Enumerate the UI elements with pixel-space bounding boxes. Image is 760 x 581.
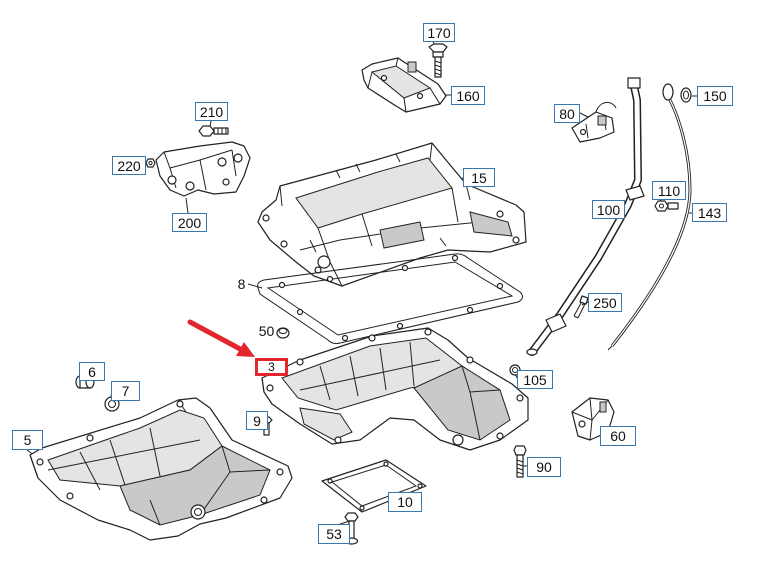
callout-110: 110 [652,181,686,200]
bracket-200-part [155,141,251,197]
gasket-plate-10-part [321,459,427,513]
bolt-250-part [573,295,589,319]
bolt-210-part [198,125,229,137]
bracket-160-part [361,57,447,113]
callout-50: 50 [258,323,275,339]
callout-160: 160 [451,86,485,105]
callout-90: 90 [527,457,561,477]
callout-220: 220 [112,156,146,175]
callout-7: 7 [111,381,140,401]
callout-150: 150 [697,86,733,106]
callout-10: 10 [388,492,422,512]
dipstick-143-part [607,83,692,351]
dipstick-tube-100-part [526,77,645,356]
callout-250: 250 [588,293,622,312]
callout-170: 170 [423,23,455,42]
callout-6: 6 [79,362,105,381]
callout-53: 53 [318,524,350,544]
callout-100: 100 [592,200,625,219]
o-ring-150-part [680,87,692,103]
callout-80: 80 [554,104,580,123]
bolt-110-part [654,200,679,212]
oil-pan-5-part [29,397,293,541]
bolt-170-part [428,43,448,78]
callout-5: 5 [12,430,43,450]
callout-15: 15 [463,168,495,187]
callout-9: 9 [246,411,268,430]
oil-pan-3-part [261,327,529,451]
upper-oil-pan-15-part [257,142,527,287]
callout-105: 105 [517,370,553,389]
callout-210: 210 [195,102,228,121]
callout-143: 143 [692,203,727,222]
plug-50-part [276,327,290,339]
gasket-8-part [257,253,524,345]
callout-60: 60 [600,426,636,446]
callout-200: 200 [172,213,207,232]
bolt-90-part [513,445,527,478]
bracket-80-part [571,102,617,143]
callout-8: 8 [237,276,246,292]
highlight-arrow [187,319,255,357]
nut-220-part [145,158,156,168]
callout-3-highlighted: 3 [255,358,288,376]
